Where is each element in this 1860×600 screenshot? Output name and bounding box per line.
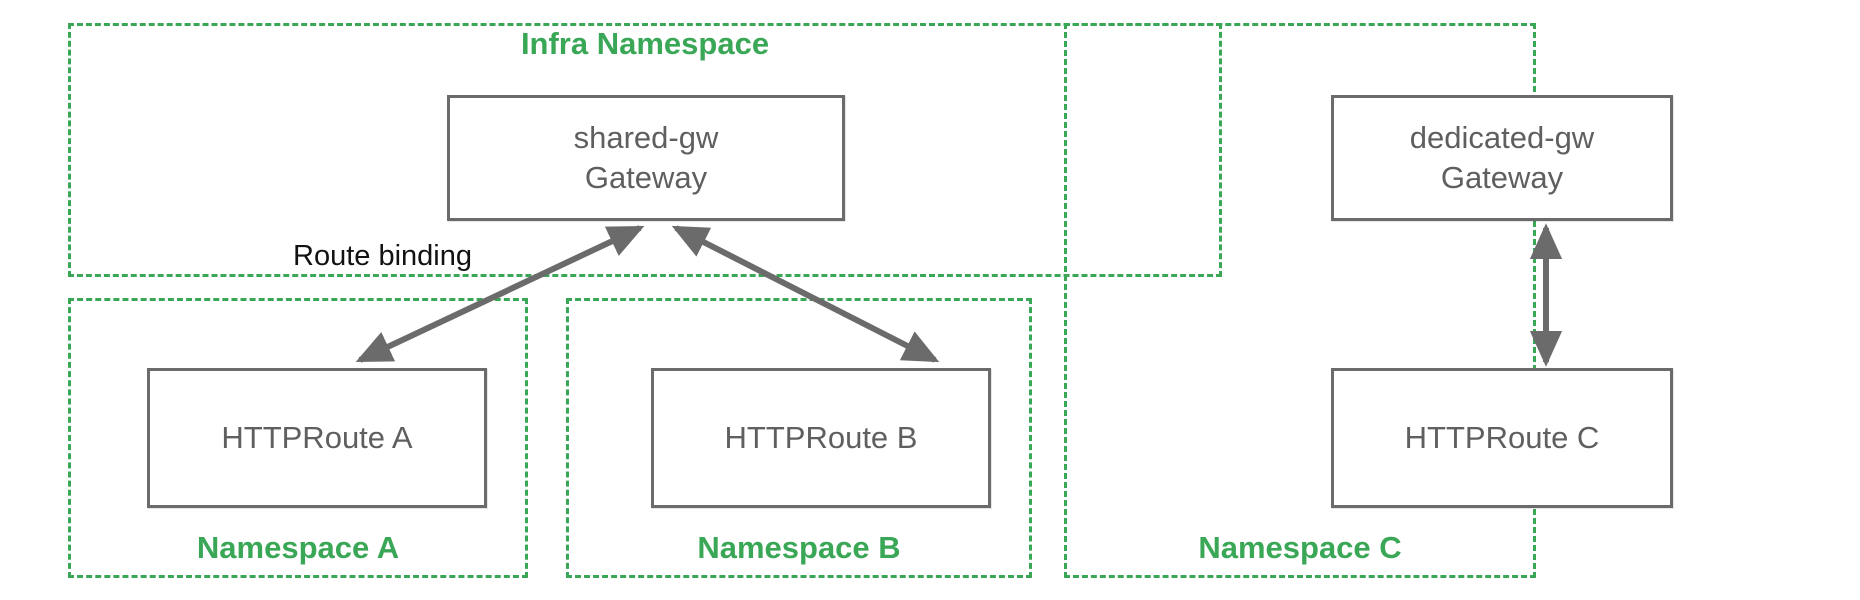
gateway-dedicated-gw[interactable]: dedicated-gw Gateway — [1331, 95, 1673, 221]
gateway-dedicated-gw-name: dedicated-gw — [1409, 120, 1595, 155]
route-binding-edge-label: Route binding — [293, 240, 472, 272]
httproute-c-label: HTTPRoute C — [1404, 420, 1600, 455]
namespace-a-label: Namespace A — [196, 530, 400, 565]
namespace-b-label: Namespace B — [697, 530, 901, 565]
namespace-infra[interactable] — [68, 23, 1222, 277]
gateway-shared-gw[interactable]: shared-gw Gateway — [447, 95, 845, 221]
gateway-shared-gw-name: shared-gw — [573, 120, 719, 155]
httproute-b-label: HTTPRoute B — [724, 420, 918, 455]
namespace-a[interactable] — [68, 298, 528, 578]
gateway-shared-gw-kind: Gateway — [584, 160, 708, 195]
httproute-c-box[interactable]: HTTPRoute C — [1331, 368, 1673, 508]
httproute-b-box[interactable]: HTTPRoute B — [651, 368, 991, 508]
gateway-dedicated-gw-kind: Gateway — [1440, 160, 1564, 195]
httproute-a-box[interactable]: HTTPRoute A — [147, 368, 487, 508]
httproute-a-label: HTTPRoute A — [221, 420, 413, 455]
namespace-c-label: Namespace C — [1198, 530, 1402, 565]
namespace-infra-label: Infra Namespace — [520, 26, 770, 61]
